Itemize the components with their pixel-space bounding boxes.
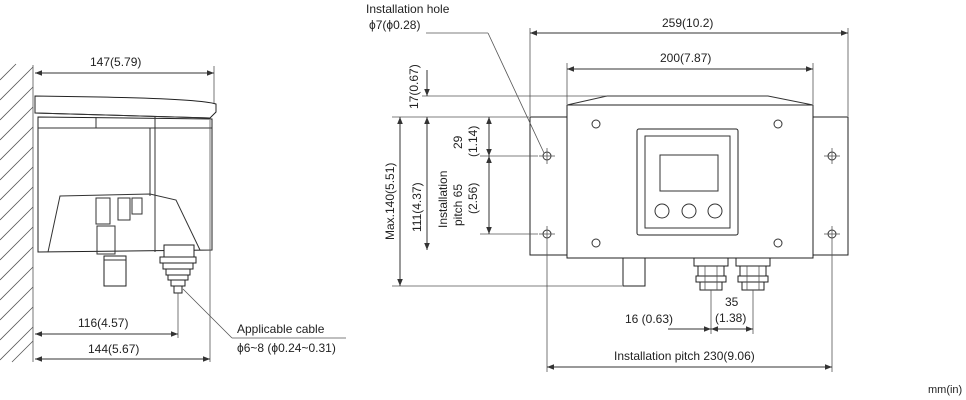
side-connector bbox=[103, 255, 127, 287]
hole-top-offset-b: (1.14) bbox=[466, 126, 480, 157]
side-mid-dim: 116(4.57) bbox=[78, 316, 128, 330]
lcd-screen bbox=[659, 154, 719, 192]
pitch-label-3: (2.56) bbox=[466, 183, 480, 214]
key-button-1 bbox=[654, 203, 670, 219]
hole-top-offset-a: 29 bbox=[451, 135, 465, 149]
install-pitch: Installation pitch 230(9.06) bbox=[614, 349, 755, 363]
pitch-label-2: pitch 65 bbox=[451, 184, 465, 226]
key-button-2 bbox=[681, 203, 697, 219]
display-panel bbox=[636, 128, 739, 236]
side-cable-gland bbox=[159, 244, 197, 294]
top-offset: 17(0.67) bbox=[407, 64, 421, 109]
height-max: Max.140(5.51) bbox=[383, 163, 397, 240]
side-body bbox=[37, 116, 213, 253]
wall-hatching bbox=[0, 63, 34, 363]
front-cable-gland-2 bbox=[735, 257, 771, 291]
cable-spec: ϕ6~8 (ϕ0.24~0.31) bbox=[237, 341, 336, 355]
gland-pitch-a: 35 bbox=[725, 295, 739, 309]
body-width: 200(7.87) bbox=[660, 51, 711, 65]
pitch-label-1: Installation bbox=[436, 171, 450, 228]
front-connector bbox=[622, 257, 646, 287]
side-top-width: 147(5.79) bbox=[90, 55, 141, 69]
front-view: Installation hole ϕ7(ϕ0.28) 259(10.2) 20… bbox=[366, 2, 849, 372]
height-body: 111(4.37) bbox=[410, 182, 424, 232]
hole-spec: ϕ7(ϕ0.28) bbox=[369, 18, 420, 32]
hole-label: Installation hole bbox=[366, 2, 450, 16]
side-cover bbox=[34, 95, 217, 119]
side-view: 147(5.79) 116(4.57) 144(5.67) Applicable… bbox=[0, 55, 346, 363]
gland-pitch-b: (1.38) bbox=[715, 311, 746, 325]
installation-holes bbox=[539, 148, 840, 242]
key-button-3 bbox=[707, 203, 723, 219]
front-cable-gland-1 bbox=[693, 257, 729, 291]
gland-offset: 16 (0.63) bbox=[625, 312, 673, 326]
cable-label: Applicable cable bbox=[237, 322, 325, 336]
overall-width: 259(10.2) bbox=[662, 16, 713, 30]
units-note: mm(in) bbox=[928, 384, 962, 396]
side-bottom-width: 144(5.67) bbox=[88, 342, 139, 356]
